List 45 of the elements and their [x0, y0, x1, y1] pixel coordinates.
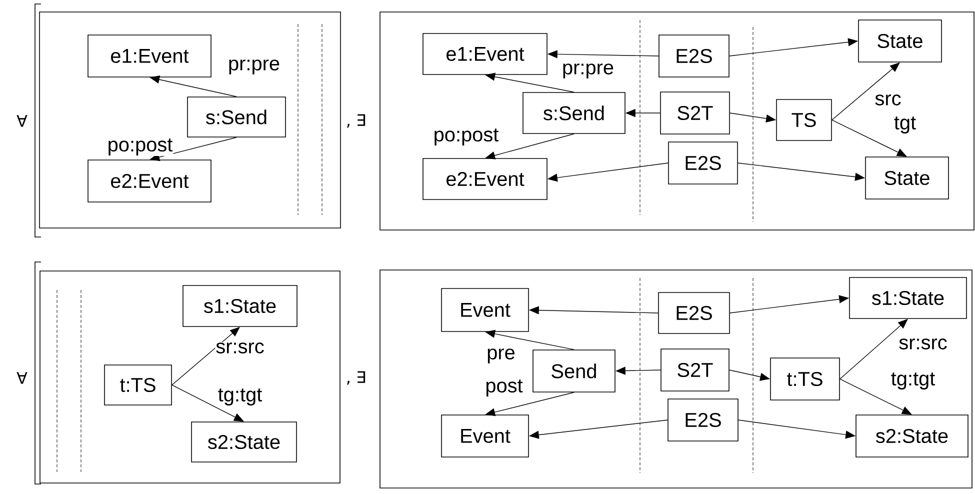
panel-frame: [40, 270, 340, 484]
class-box: S2T: [660, 92, 730, 134]
class-box: TS: [776, 99, 832, 141]
edge-label: po:post: [432, 128, 500, 146]
edge-label: post: [484, 378, 524, 397]
class-box: E2S: [668, 398, 738, 442]
class-box: e1:Event: [422, 33, 548, 75]
panel-frame: [39, 12, 341, 228]
class-box: s2:State: [856, 414, 968, 458]
edge-label: src: [874, 94, 902, 106]
class-box: s1:State: [182, 285, 298, 327]
arrow: [172, 384, 244, 422]
class-box: s1:State: [849, 277, 967, 319]
panel-frame: [380, 270, 972, 488]
class-box: s2:State: [191, 422, 297, 462]
edge-label: tgt: [893, 116, 917, 134]
class-box: e2:Event: [422, 158, 548, 200]
edge-label: pr:pre: [227, 59, 281, 75]
edge-label: sr:src: [215, 342, 265, 354]
edge-label: po:post: [106, 138, 174, 156]
quantifier-label: , ∃: [347, 371, 366, 385]
class-box: Send: [532, 350, 616, 392]
class-box: s:Send: [522, 92, 626, 134]
edge-label: pr:pre: [561, 63, 615, 79]
class-box: E2S: [668, 142, 738, 184]
quantifier-label: ∀: [16, 372, 28, 384]
class-box: s:Send: [187, 96, 286, 138]
class-box: t:TS: [104, 364, 172, 406]
class-box: E2S: [658, 34, 730, 78]
class-box: E2S: [658, 292, 730, 334]
class-box: e1:Event: [88, 34, 212, 78]
class-box: Event: [441, 414, 529, 458]
quantifier-label: , ∃: [347, 114, 366, 128]
panel-frame: [380, 12, 974, 230]
edge-label: tg:tgt: [890, 372, 936, 390]
edge-label: pre: [486, 348, 516, 364]
class-box: e2:Event: [88, 160, 212, 202]
quantifier-label: ∀: [16, 115, 28, 127]
class-box: S2T: [660, 348, 730, 392]
class-box: State: [865, 156, 949, 200]
class-box: Event: [441, 288, 529, 332]
edge-label: sr:src: [898, 338, 948, 350]
edge-label: tg:tgt: [217, 388, 263, 406]
class-box: t:TS: [770, 358, 840, 400]
class-box: State: [858, 20, 942, 62]
